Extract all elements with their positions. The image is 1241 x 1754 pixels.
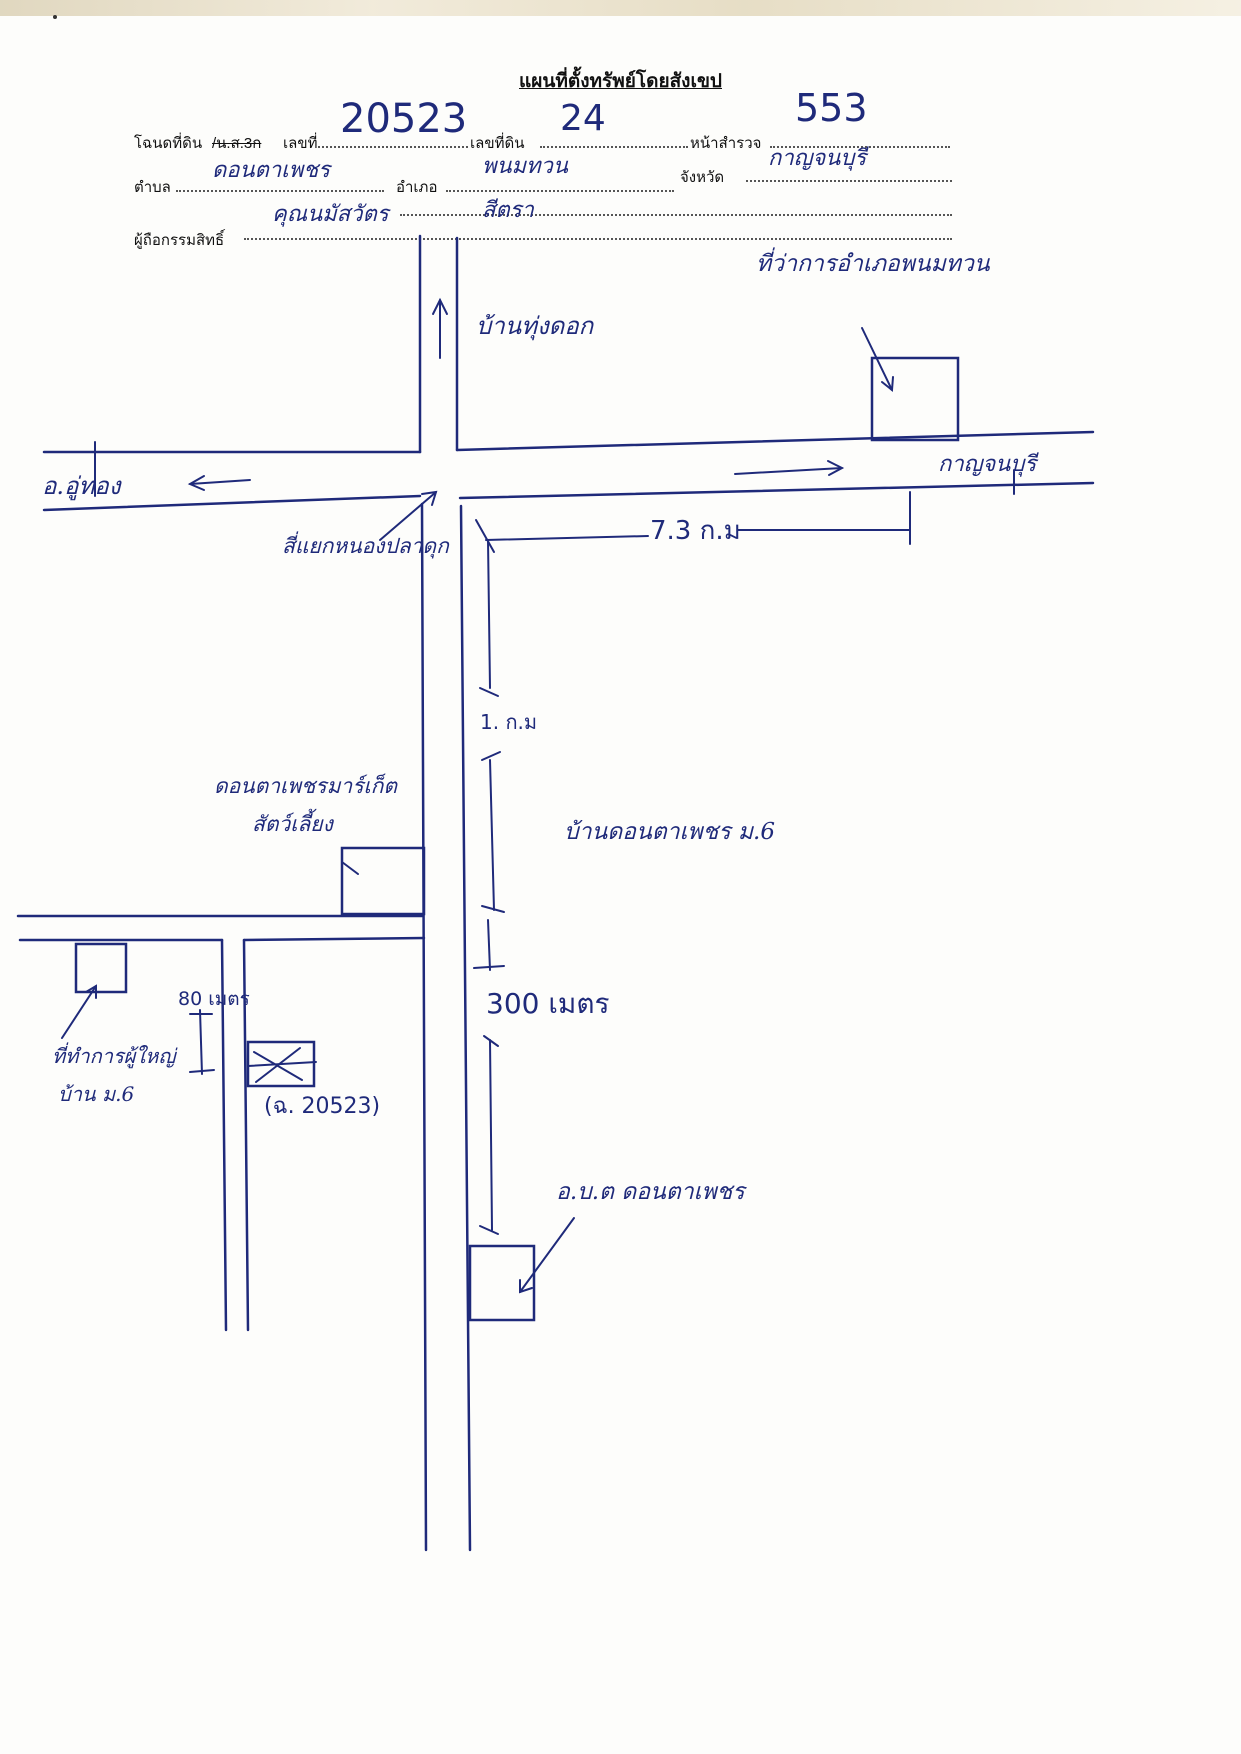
kanchanaburi-label: กาญจนบุรี xyxy=(938,452,1037,477)
sao-pointer-head xyxy=(519,1279,533,1294)
headman-label-line1: ที่ทำการผู้ใหญ่ xyxy=(52,1044,176,1068)
store-box xyxy=(340,846,426,916)
dim-300-tick-bottom xyxy=(479,1225,499,1235)
headman-office-box xyxy=(74,942,128,994)
store-label-line1: ดอนตาเพชรมาร์เก็ต xyxy=(214,774,398,798)
headman-pointer-head xyxy=(85,984,97,999)
dim-80-line xyxy=(199,1009,203,1075)
district-line xyxy=(446,190,674,192)
dim-village-tick-bottom xyxy=(481,905,505,913)
province-line xyxy=(746,180,952,182)
east-arrow-shaft xyxy=(734,467,843,475)
district-office-label: ที่ว่าการอำเภอพนมทวน xyxy=(756,251,990,277)
land-no-label: เลขที่ดิน xyxy=(470,135,525,152)
dist-300-label: 300 เมตร xyxy=(486,987,610,1020)
district-office-box xyxy=(870,356,960,442)
property-x-3 xyxy=(247,1061,317,1067)
province-label: จังหวัด xyxy=(680,169,725,186)
dim-1km-line xyxy=(487,539,491,689)
owner-label: ผู้ถือกรรมสิทธิ์ xyxy=(134,232,225,249)
number-line xyxy=(318,146,468,148)
side-road-left-edge xyxy=(220,938,228,1332)
province-value: กาญจนบุรี xyxy=(768,146,867,171)
intersection-pointer-head xyxy=(421,490,438,506)
owner-line xyxy=(244,238,952,240)
dim-73-tick-left xyxy=(475,519,495,553)
scan-edge xyxy=(0,0,1241,16)
dim-300-tick xyxy=(473,965,505,969)
district-label: อำเภอ xyxy=(396,179,438,196)
form-title: แผนที่ตั้งทรัพย์โดยสังเขป xyxy=(519,71,722,92)
top-line xyxy=(400,214,952,216)
dim-300-tick-top xyxy=(483,1035,499,1047)
dim-1km-tick xyxy=(479,687,499,697)
survey-page-value: 553 xyxy=(795,86,868,130)
south-road-right-edge xyxy=(459,504,472,1552)
north-arrow-head xyxy=(432,297,448,315)
subdistrict-value: ดอนตาเพชร xyxy=(212,158,330,183)
sao-pointer xyxy=(519,1217,575,1293)
owner-last-value: สีตรา xyxy=(482,198,534,223)
number-label: เลขที่ xyxy=(283,135,318,152)
property-label: (ฉ. 20523) xyxy=(264,1094,381,1119)
deed-label: โฉนดที่ดิน xyxy=(134,135,203,152)
side-road-right-edge xyxy=(242,938,250,1332)
district-value: พนมทวน xyxy=(482,154,568,179)
west-arrow-head xyxy=(187,475,205,491)
highway-south-edge-east xyxy=(458,481,1095,500)
deed-number-value: 20523 xyxy=(340,96,468,142)
land-number-value: 24 xyxy=(560,98,606,139)
dist-73-label: 7.3 ก.ม xyxy=(650,516,741,546)
deed-type-struck: /น.ส.3ก xyxy=(212,135,262,152)
dist-1km-label: 1. ก.ม xyxy=(480,710,538,734)
store-pointer xyxy=(341,861,359,875)
south-road-left-edge xyxy=(420,502,428,1552)
dist-80-label: 80 เมตร xyxy=(178,988,250,1010)
village-moo6-label: บ้านดอนตาเพชร ม.6 xyxy=(564,819,775,845)
dim-73-line-left xyxy=(485,535,649,541)
intersection-label: สี่แยกหนองปลาดุก xyxy=(282,534,449,558)
dim-300-line xyxy=(489,1039,493,1231)
dim-village-tick-top xyxy=(481,751,501,761)
district-office-pointer-head xyxy=(881,376,894,392)
west-arrow-shaft xyxy=(189,479,251,485)
highway-north-edge-east xyxy=(455,430,1095,452)
north-village-label: บ้านทุ่งดอก xyxy=(476,312,594,340)
store-label-line2: สัตว์เลี้ยง xyxy=(252,812,333,836)
dim-300-line-top xyxy=(487,919,491,971)
sao-office-label: อ.บ.ต ดอนตาเพชร xyxy=(556,1179,745,1205)
lane-south-edge-east xyxy=(242,936,426,942)
highway-south-edge-west xyxy=(42,494,422,512)
east-arrow-head xyxy=(827,460,845,476)
u-thong-label: อ.อู่ทอง xyxy=(42,472,121,500)
dim-80-tick-bottom xyxy=(189,1069,215,1073)
survey-line xyxy=(770,146,950,148)
subdistrict-label: ตำบล xyxy=(134,179,171,196)
scan-speck xyxy=(53,15,57,19)
headman-pointer xyxy=(61,985,97,1039)
sao-office-box xyxy=(468,1244,536,1322)
intersection-pointer xyxy=(379,491,437,541)
owner-first-value: คุณนมัสวัตร xyxy=(272,202,389,227)
headman-label-line2: บ้าน ม.6 xyxy=(58,1082,135,1106)
land-no-line xyxy=(540,146,688,148)
property-box xyxy=(246,1040,316,1088)
subdistrict-line xyxy=(176,190,384,192)
survey-label: หน้าสำรวจ xyxy=(690,135,762,152)
district-office-pointer xyxy=(861,327,893,391)
dim-village-line xyxy=(489,759,495,911)
